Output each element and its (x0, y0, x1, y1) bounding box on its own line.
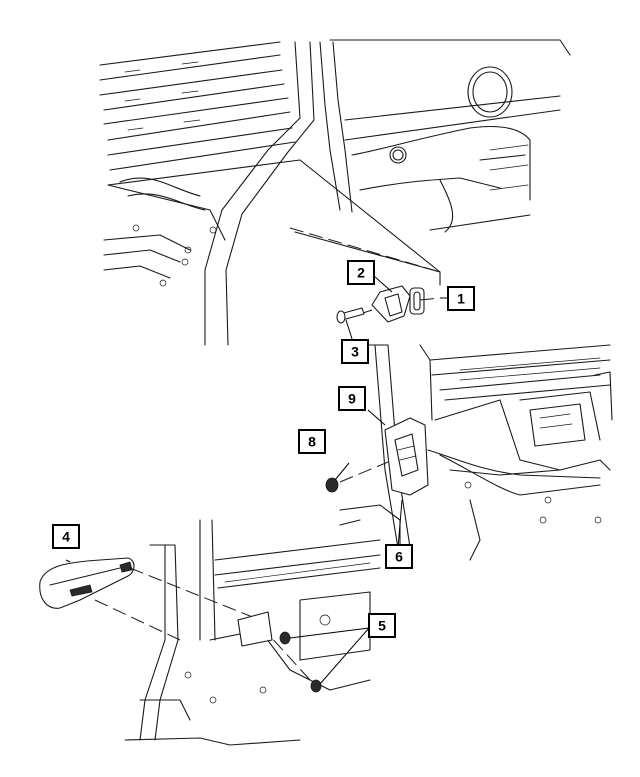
callout-3-label: 3 (351, 344, 359, 360)
callout-5: 5 (368, 613, 396, 638)
handle-area-illustration (39, 519, 381, 746)
striker-assembly (336, 285, 441, 324)
callout-8: 8 (298, 429, 326, 454)
callout-5-label: 5 (378, 618, 386, 634)
callout-1-label: 1 (457, 291, 465, 307)
callout-9: 9 (338, 386, 366, 411)
callout-3: 3 (341, 339, 369, 364)
callout-6: 6 (385, 544, 413, 569)
callout-6-label: 6 (395, 549, 403, 565)
callout-1: 1 (447, 286, 475, 311)
latch-area-illustration (325, 344, 613, 561)
cargo-area-illustration (99, 39, 571, 346)
callout-4-label: 4 (62, 529, 70, 545)
callout-8-label: 8 (308, 434, 316, 450)
callout-2-label: 2 (357, 265, 365, 281)
callout-9-label: 9 (348, 391, 356, 407)
callout-4: 4 (52, 524, 80, 549)
callout-leaders (65, 275, 448, 685)
callout-2: 2 (347, 260, 375, 285)
